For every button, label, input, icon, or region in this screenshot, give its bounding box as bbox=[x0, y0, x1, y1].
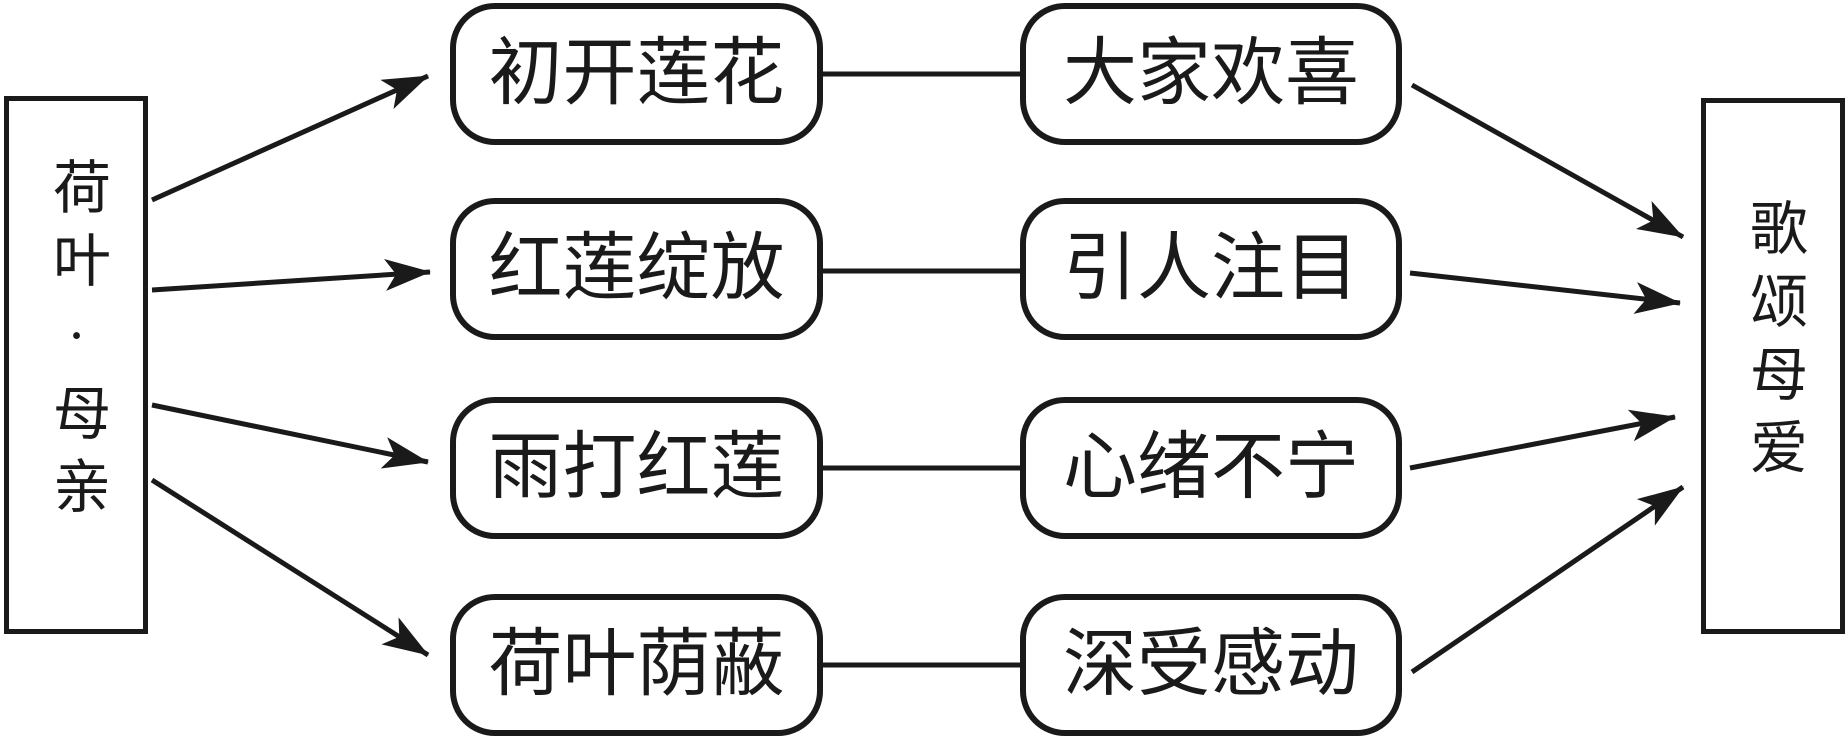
node-scene-4: 荷叶荫蔽 bbox=[450, 594, 823, 736]
target-theme-label: 歌颂母爱 bbox=[1741, 197, 1806, 490]
node-feeling-4: 深受感动 bbox=[1020, 594, 1402, 736]
node-source-theme: 荷叶·母亲 bbox=[4, 96, 148, 634]
edge-arrow-深受感动-歌颂母爱 bbox=[1410, 484, 1685, 675]
edge-arrow-大家欢喜-歌颂母爱 bbox=[1410, 82, 1685, 240]
node-feeling-1: 大家欢喜 bbox=[1020, 3, 1402, 145]
node-scene-3: 雨打红莲 bbox=[450, 397, 823, 539]
feeling-4-label: 深受感动 bbox=[1063, 624, 1359, 706]
edge-arrow-荷叶·母亲-荷叶荫蔽 bbox=[150, 477, 430, 658]
feeling-2-label: 引人注目 bbox=[1063, 228, 1359, 310]
scene-2-label: 红莲绽放 bbox=[488, 228, 785, 310]
source-theme-label: 荷叶·母亲 bbox=[44, 156, 109, 529]
node-feeling-3: 心绪不宁 bbox=[1020, 397, 1402, 539]
edge-arrow-荷叶·母亲-初开莲花 bbox=[150, 73, 430, 203]
edge-arrow-心绪不宁-歌颂母爱 bbox=[1409, 409, 1676, 471]
edge-arrow-引人注目-歌颂母爱 bbox=[1409, 270, 1681, 314]
scene-4-label: 荷叶荫蔽 bbox=[488, 624, 785, 706]
edge-group bbox=[150, 71, 1685, 675]
node-scene-1: 初开莲花 bbox=[450, 3, 823, 145]
scene-1-label: 初开莲花 bbox=[488, 33, 785, 115]
edge-arrow-荷叶·母亲-红莲绽放 bbox=[151, 258, 431, 293]
scene-3-label: 雨打红莲 bbox=[488, 427, 785, 509]
node-scene-2: 红莲绽放 bbox=[450, 198, 823, 340]
edge-arrow-荷叶·母亲-雨打红莲 bbox=[151, 402, 429, 469]
feeling-1-label: 大家欢喜 bbox=[1063, 33, 1359, 115]
feeling-3-label: 心绪不宁 bbox=[1063, 427, 1359, 509]
node-target-theme: 歌颂母爱 bbox=[1701, 98, 1845, 634]
node-feeling-2: 引人注目 bbox=[1020, 198, 1402, 340]
